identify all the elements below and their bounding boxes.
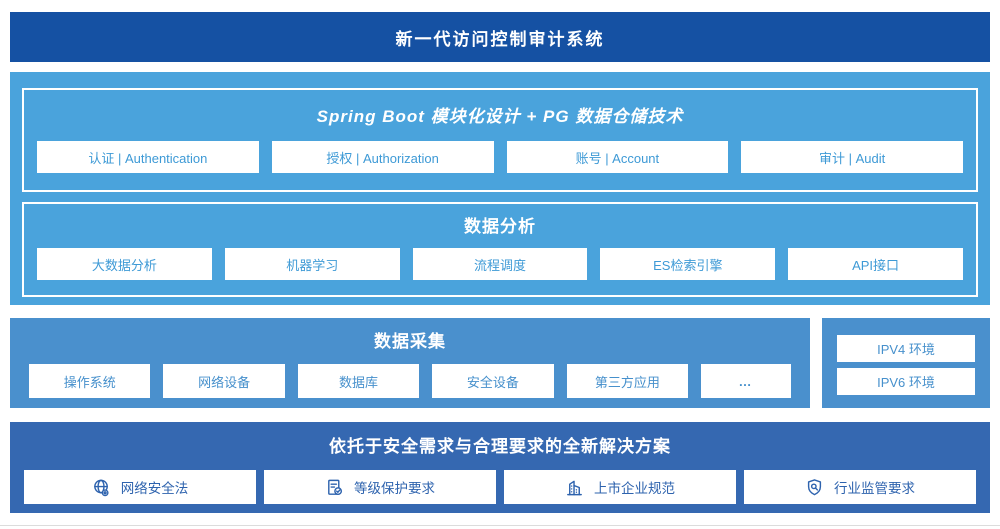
analysis-box-bigdata: 大数据分析 xyxy=(37,248,212,280)
solution-box-cybersecurity-law: 网络安全法 xyxy=(24,470,256,504)
analysis-layer: 数据分析 大数据分析 机器学习 流程调度 ES检索引擎 API接口 xyxy=(22,202,978,297)
card-bottom-edge xyxy=(0,525,1000,526)
collection-box-os: 操作系统 xyxy=(29,364,151,398)
module-box-audit: 审计 | Audit xyxy=(741,141,963,173)
analysis-layer-title: 数据分析 xyxy=(464,217,536,236)
document-check-icon xyxy=(325,478,344,497)
collection-box-database: 数据库 xyxy=(297,364,420,398)
solution-box-industry-regulation: 行业监管要求 xyxy=(744,470,976,504)
collection-row: 操作系统 网络设备 数据库 安全设备 第三方应用 … xyxy=(29,364,792,398)
analysis-box-api: API接口 xyxy=(788,248,963,280)
solution-box-classified-protection: 等级保护要求 xyxy=(264,470,496,504)
analysis-box-workflow: 流程调度 xyxy=(412,248,588,280)
solution-section: 依托于安全需求与合理要求的全新解决方案 网络安全法 xyxy=(10,422,990,513)
building-icon xyxy=(565,478,584,497)
module-layer: Spring Boot 模块化设计 + PG 数据仓储技术 认证 | Authe… xyxy=(22,88,978,192)
solution-title: 依托于安全需求与合理要求的全新解决方案 xyxy=(329,437,671,456)
collection-title: 数据采集 xyxy=(374,332,446,351)
module-layer-title: Spring Boot 模块化设计 + PG 数据仓储技术 xyxy=(316,107,684,126)
system-title: 新一代访问控制审计系统 xyxy=(395,29,605,49)
analysis-box-ml: 机器学习 xyxy=(224,248,400,280)
collection-box-network: 网络设备 xyxy=(163,364,285,398)
module-box-authorization: 授权 | Authorization xyxy=(271,141,494,173)
solution-label: 等级保护要求 xyxy=(354,481,435,496)
shield-search-icon xyxy=(805,478,824,497)
collection-box-security: 安全设备 xyxy=(432,364,554,398)
globe-icon xyxy=(92,478,111,497)
ipv6-box: IPV6 环境 xyxy=(837,368,975,395)
collection-section: 数据采集 操作系统 网络设备 数据库 安全设备 第三方应用 … xyxy=(10,318,810,408)
analysis-layer-row: 大数据分析 机器学习 流程调度 ES检索引擎 API接口 xyxy=(37,248,963,280)
module-layer-row: 认证 | Authentication 授权 | Authorization 账… xyxy=(37,141,963,173)
environment-panel: IPV4 环境 IPV6 环境 xyxy=(822,318,990,408)
solution-label: 网络安全法 xyxy=(120,481,189,496)
module-box-authentication: 认证 | Authentication xyxy=(37,141,259,173)
analysis-box-es: ES检索引擎 xyxy=(600,248,776,280)
solution-label: 上市企业规范 xyxy=(594,481,675,496)
module-box-account: 账号 | Account xyxy=(506,141,729,173)
collection-box-thirdparty: 第三方应用 xyxy=(566,364,689,398)
platform-section: Spring Boot 模块化设计 + PG 数据仓储技术 认证 | Authe… xyxy=(10,72,990,305)
solution-label: 行业监管要求 xyxy=(834,481,915,496)
system-title-banner: 新一代访问控制审计系统 xyxy=(10,12,990,62)
solution-row: 网络安全法 等级保护要求 xyxy=(24,470,976,504)
collection-row-wrap: 数据采集 操作系统 网络设备 数据库 安全设备 第三方应用 … IPV4 环境 … xyxy=(10,318,990,408)
solution-box-listed-company: 上市企业规范 xyxy=(504,470,736,504)
collection-box-more: … xyxy=(701,364,792,398)
ipv4-box: IPV4 环境 xyxy=(837,335,975,362)
